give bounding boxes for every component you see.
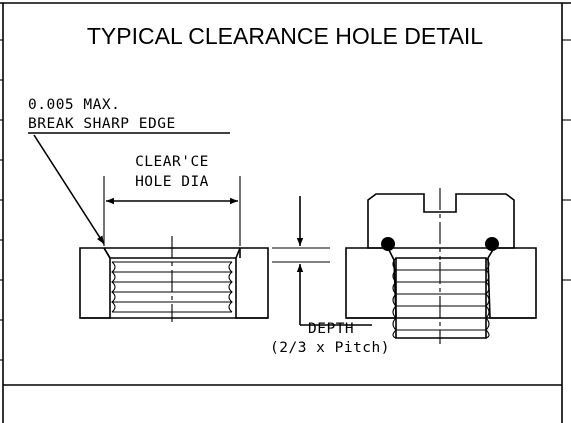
break-edge-note-line2: BREAK SHARP EDGE <box>28 116 176 132</box>
screw-thread <box>392 257 490 344</box>
break-edge-note-line1: 0.005 MAX. <box>28 97 120 113</box>
hole-dia-label-line1: CLEAR'CE <box>135 154 209 170</box>
hole-dia-label-line2: HOLE DIA <box>135 174 209 190</box>
left-plate-section <box>79 236 269 322</box>
screw-head <box>367 188 515 260</box>
depth-label-line2: (2/3 x Pitch) <box>270 340 390 356</box>
depth-label-line1: DEPTH <box>308 321 354 337</box>
break-edge-leader <box>33 134 105 245</box>
depth-dimension <box>272 196 372 326</box>
drawing-title: TYPICAL CLEARANCE HOLE DETAIL <box>87 23 483 49</box>
o-ring-seal <box>381 237 499 251</box>
